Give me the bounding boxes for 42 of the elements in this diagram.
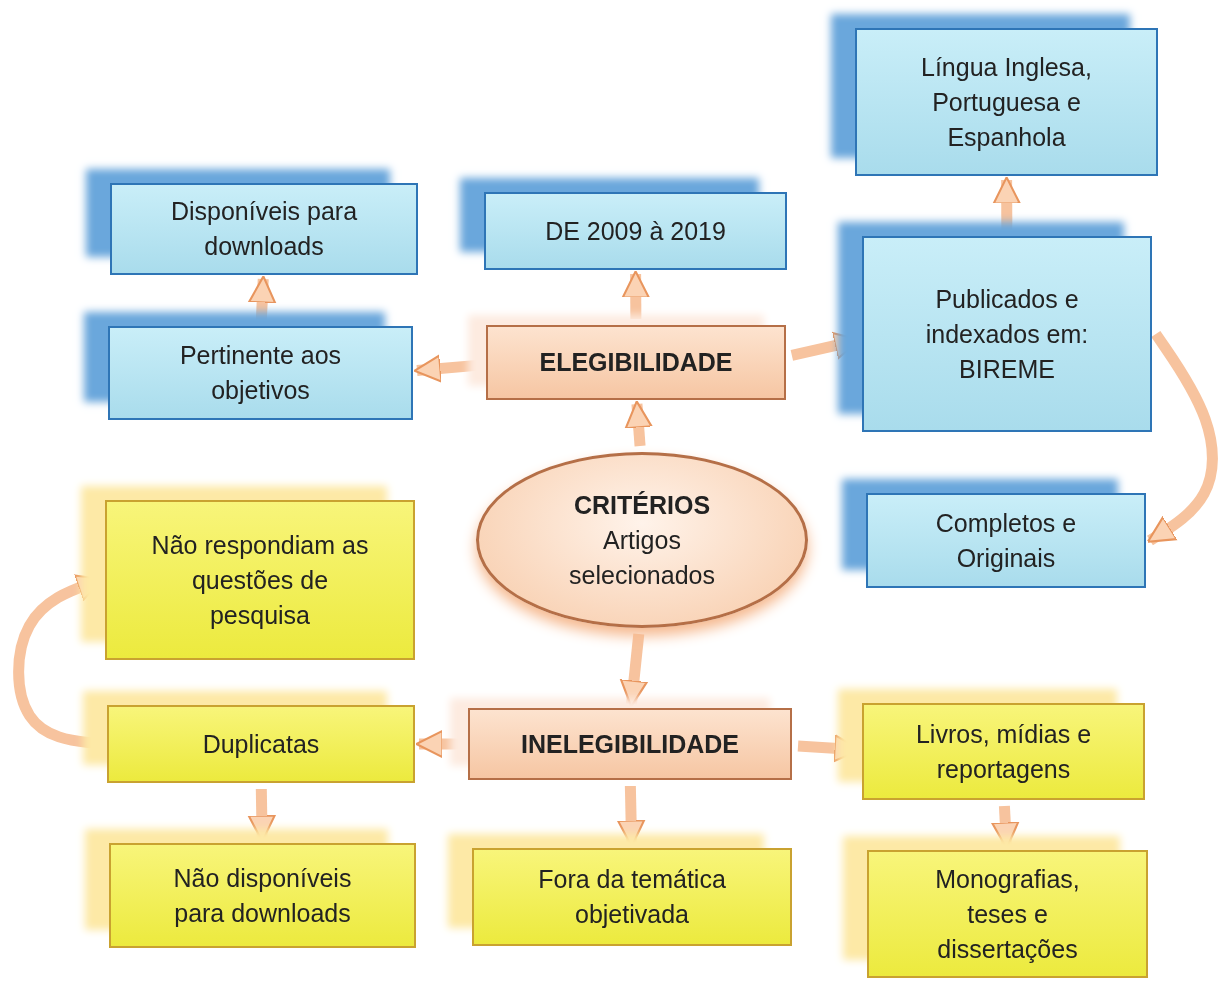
- exclusion-box: [109, 843, 416, 948]
- criterion-box: [108, 326, 413, 420]
- arrow: [1146, 330, 1218, 546]
- arrow: [992, 176, 1021, 230]
- title-text: CRITÉRIOS: [573, 489, 711, 521]
- box-label: Não disponíveis para downloads: [172, 862, 353, 929]
- exclusion-box: [105, 500, 415, 660]
- box-label: ELEGIBILIDADE: [539, 347, 733, 378]
- category-box: [486, 325, 786, 400]
- arrow: [247, 788, 276, 843]
- box-label: INELEGIBILIDADE: [520, 728, 740, 760]
- criterion-box: [855, 28, 1158, 176]
- criterion-box: [862, 236, 1152, 432]
- exclusion-box: [867, 850, 1148, 978]
- box-label: Fora da temática objetivada: [537, 864, 727, 930]
- arrow: [617, 785, 646, 848]
- box-label: Disponíveis para downloads: [169, 196, 359, 262]
- box-label: Publicados e indexados em: BIREME: [924, 283, 1090, 385]
- arrow: [248, 275, 277, 321]
- box-label: Duplicatas: [202, 728, 320, 760]
- box-label: Pertinente aos objetivos: [178, 340, 343, 406]
- criterion-box: [110, 183, 418, 275]
- arrow: [619, 633, 648, 708]
- criterion-box: [866, 493, 1146, 588]
- arrow: [413, 354, 481, 383]
- box-label: Artigos selecionados: [568, 524, 716, 591]
- arrow: [624, 400, 653, 447]
- arrow: [621, 270, 650, 320]
- box-label: Completos e Originais: [934, 507, 1078, 574]
- criterion-box: [484, 192, 787, 270]
- arrow: [415, 729, 462, 759]
- arrow: [13, 574, 105, 750]
- exclusion-box: [472, 848, 792, 946]
- arrow: [991, 805, 1020, 850]
- box-label: Livros, mídias e reportagens: [914, 718, 1093, 785]
- box-label: Monografias, teses e dissertações: [934, 863, 1081, 965]
- exclusion-box: [862, 703, 1145, 800]
- box-label: Não respondiam as questões de pesquisa: [150, 529, 370, 631]
- box-label: Língua Inglesa, Portuguesa e Espanhola: [920, 51, 1093, 153]
- category-box: [468, 708, 792, 780]
- box-label: DE 2009 à 2019: [545, 215, 726, 247]
- exclusion-box: [107, 705, 415, 783]
